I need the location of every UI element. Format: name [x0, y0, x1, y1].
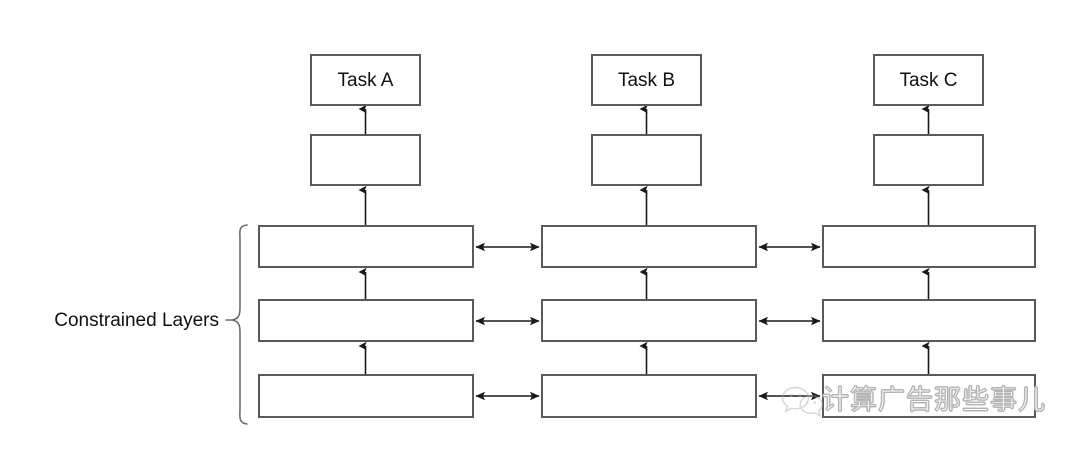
constrained-layers-label: Constrained Layers: [54, 310, 219, 331]
constrained-layers-brace: [231, 224, 248, 425]
task-b-shared-layer-2-box[interactable]: [541, 299, 757, 342]
task-a-label: Task A: [338, 70, 394, 91]
task-a-shared-layer-3-box[interactable]: [258, 225, 474, 268]
task-c-shared-layer-2-box[interactable]: [822, 299, 1036, 342]
task-b-shared-layer-3-box[interactable]: [541, 225, 757, 268]
task-c-box[interactable]: [873, 54, 984, 106]
task-a-shared-layer-1-box[interactable]: [258, 374, 474, 418]
task-a-specific-layer-box[interactable]: [310, 134, 421, 186]
task-c-label: Task C: [899, 70, 957, 91]
task-b-specific-layer-box[interactable]: [591, 134, 702, 186]
task-a-shared-layer-2-box[interactable]: [258, 299, 474, 342]
task-b-label: Task B: [618, 70, 675, 91]
task-a-box[interactable]: [310, 54, 421, 106]
task-c-shared-layer-3-box[interactable]: [822, 225, 1036, 268]
task-b-box[interactable]: [591, 54, 702, 106]
task-c-shared-layer-1-box[interactable]: [822, 374, 1036, 418]
task-c-specific-layer-box[interactable]: [873, 134, 984, 186]
task-b-shared-layer-1-box[interactable]: [541, 374, 757, 418]
